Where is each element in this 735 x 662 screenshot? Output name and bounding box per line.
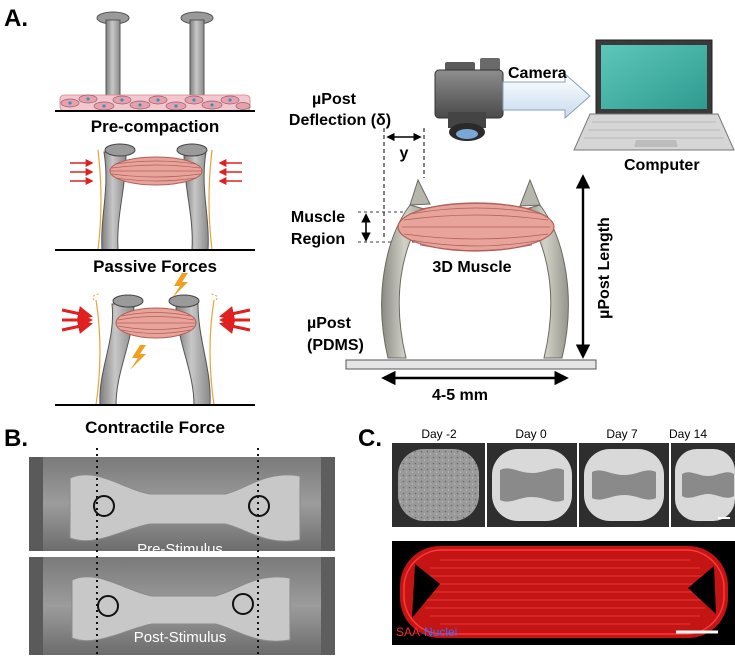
day-label-7: Day 7	[606, 427, 638, 441]
base-plate	[345, 359, 597, 370]
step-pre-compaction: Pre-compaction	[91, 117, 219, 136]
panel-a-label: A.	[4, 5, 28, 32]
deflection-label-line2: Deflection (δ)	[289, 112, 391, 129]
computer-icon	[573, 39, 735, 151]
step-contractile-force: Contractile Force	[85, 418, 225, 437]
camera-icon	[434, 58, 504, 141]
span-label: 4-5 mm	[432, 387, 488, 404]
post-stimulus-label: Post-Stimulus	[134, 629, 227, 646]
computer-label: Computer	[624, 157, 700, 174]
step-passive-forces: Passive Forces	[93, 257, 217, 276]
y-label: y	[400, 145, 409, 162]
muscle-region-line1: Muscle	[291, 209, 345, 226]
camera-label: Camera	[508, 65, 567, 82]
post-length-label: µPost Length	[596, 217, 613, 319]
stain-saa-label: SAA	[396, 625, 420, 639]
micropost-pair	[381, 178, 569, 359]
muscle-region-line2: Region	[291, 231, 345, 248]
deflection-label-line1: µPost	[312, 91, 357, 108]
fluorescence-image	[392, 541, 735, 645]
passive-forces-diagram	[55, 143, 255, 251]
timecourse-day-14	[671, 443, 735, 527]
timecourse-day-7	[579, 443, 669, 527]
stain-nuclei-label: Nuclei	[424, 625, 457, 639]
day-label-14: Day 14	[669, 427, 707, 441]
post-material-line1: µPost	[307, 315, 352, 332]
timecourse-day-minus2	[392, 443, 485, 527]
3d-muscle	[397, 202, 555, 252]
day-label-0: Day 0	[515, 427, 547, 441]
post-stimulus-image	[29, 557, 335, 655]
3d-muscle-label: 3D Muscle	[432, 259, 511, 276]
timecourse-day-0	[487, 443, 577, 527]
panel-c-label: C.	[358, 425, 382, 452]
camera-to-computer-arrow	[502, 72, 591, 120]
pre-stimulus-image	[29, 457, 335, 551]
contractile-force-diagram	[55, 273, 255, 406]
pre-compaction-diagram	[55, 11, 255, 112]
day-label-minus2: Day -2	[421, 427, 457, 441]
post-material-line2: (PDMS)	[307, 337, 364, 354]
panel-b-label: B.	[4, 425, 28, 452]
pre-stimulus-label: Pre-Stimulus	[137, 541, 223, 558]
